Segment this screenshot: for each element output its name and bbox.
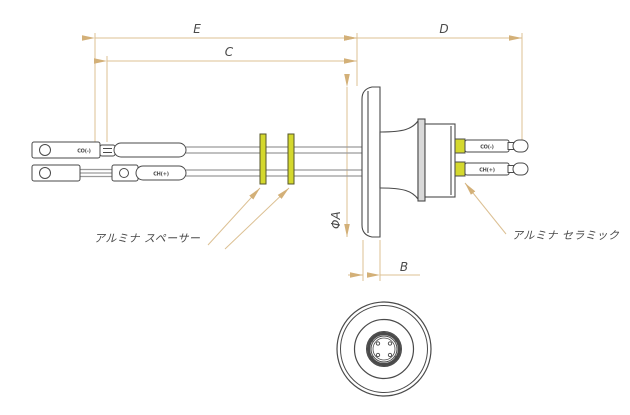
- ceramic-top: [454, 138, 466, 154]
- front-view: [336, 301, 432, 397]
- dim-label-phiA: ΦA: [329, 211, 343, 229]
- annotation-texts: E C D ΦA B アルミナ スペーサー アルミナ セラミック CO(-) C…: [77, 22, 620, 274]
- dim-label-B: B: [400, 260, 408, 274]
- conductor-label-bottom-pin: CH(+): [479, 168, 495, 174]
- alumina-spacers: [259, 133, 295, 185]
- pin-dot-2: [387, 341, 393, 346]
- ceramic-bottom: [454, 161, 466, 177]
- connector-shell: [424, 123, 456, 198]
- shell-ring-inner: [370, 335, 398, 363]
- bottom-sleeve: [135, 165, 187, 181]
- spacer-1: [259, 133, 267, 185]
- dim-label-E: E: [193, 22, 201, 36]
- top-sleeve: [113, 142, 187, 158]
- flange-disc: [361, 86, 381, 238]
- key-notch-2: [394, 338, 399, 342]
- dim-label-C: C: [225, 45, 234, 59]
- flange-inner-circle: [340, 305, 428, 393]
- leader-spacer-2: [224, 187, 290, 250]
- top-lug-hole: [39, 144, 51, 156]
- pin-bottom-tip: [512, 162, 529, 176]
- conductor-label-top-pin: CO(-): [480, 145, 494, 151]
- pins: [454, 138, 529, 177]
- top-crimp: [99, 144, 116, 157]
- pin-dot-4: [387, 352, 393, 358]
- leader-spacer-1: [207, 187, 261, 246]
- terminals: [31, 141, 187, 182]
- label-alumina-ceramic: アルミナ セラミック: [512, 229, 620, 242]
- shell-ring: [366, 331, 402, 367]
- dimension-lines: [82, 33, 523, 281]
- feedthrough-body: [361, 86, 456, 238]
- flange-outer-circle: [336, 301, 432, 397]
- bottom-lug-hole: [39, 167, 51, 179]
- body-cone: [379, 119, 419, 201]
- key-notch-3: [369, 356, 374, 360]
- dim-label-D: D: [439, 22, 448, 36]
- bottom-crimp-hole: [119, 168, 129, 178]
- conductor-label-bottom-sleeve: CH(+): [153, 172, 169, 178]
- key-notch-4: [394, 356, 399, 360]
- spacer-2: [287, 133, 295, 185]
- leader-ceramic: [464, 182, 507, 235]
- ceramic-face-circle: [372, 337, 396, 361]
- shell-ring-outer: [366, 331, 402, 367]
- pin-dot-1: [375, 341, 381, 346]
- weld-lip: [417, 118, 426, 202]
- key-notch-1: [369, 338, 374, 342]
- bore-circle: [353, 318, 415, 380]
- wires: [78, 146, 368, 178]
- conductor-label-top-lug: CO(-): [77, 149, 91, 155]
- pin-dot-3: [375, 352, 381, 358]
- pin-top-tip: [512, 139, 529, 153]
- side-view: [31, 86, 529, 238]
- label-alumina-spacer: アルミナ スペーサー: [94, 232, 201, 245]
